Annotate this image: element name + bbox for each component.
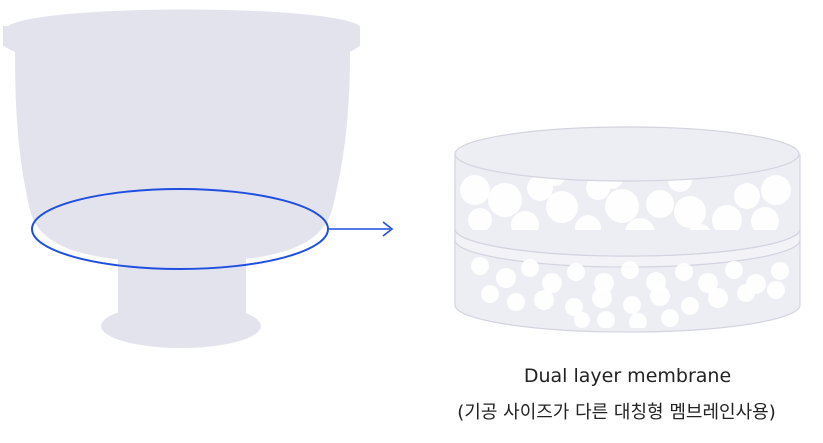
pore-large bbox=[488, 183, 522, 217]
pore-small bbox=[534, 290, 554, 310]
pore-small bbox=[592, 288, 612, 308]
pore-large bbox=[511, 211, 539, 230]
pore-small bbox=[481, 285, 499, 303]
pore-small bbox=[621, 261, 639, 279]
pore-small bbox=[767, 281, 785, 299]
pore-small bbox=[471, 257, 489, 275]
pore-large bbox=[646, 190, 674, 218]
pore-small bbox=[574, 312, 590, 328]
caption-subtitle: (기공 사이즈가 다른 대칭형 멤브레인사용) bbox=[457, 402, 776, 423]
filter-funnel bbox=[3, 9, 394, 348]
pore-small bbox=[698, 273, 718, 293]
pore-large bbox=[460, 175, 490, 205]
pore-small bbox=[542, 273, 562, 293]
pore-large bbox=[751, 207, 779, 230]
pore-small bbox=[597, 311, 615, 328]
pore-small bbox=[675, 263, 693, 281]
pore-small bbox=[565, 298, 583, 316]
caption-title: Dual layer membrane bbox=[523, 365, 732, 387]
pore-large bbox=[527, 175, 553, 201]
pore-small bbox=[567, 263, 585, 281]
pore-small bbox=[681, 297, 699, 315]
pore-small bbox=[507, 293, 525, 311]
pore-large bbox=[761, 175, 791, 205]
pore-large bbox=[712, 205, 742, 230]
pore-small bbox=[629, 313, 647, 328]
arrow-right-icon bbox=[382, 221, 394, 237]
pore-small bbox=[496, 268, 516, 288]
pore-small bbox=[594, 273, 614, 293]
bottom-layer-pores bbox=[471, 257, 789, 328]
pore-small bbox=[521, 259, 539, 277]
pore-small bbox=[708, 288, 728, 308]
dual-layer-membrane bbox=[454, 126, 801, 333]
pore-large bbox=[689, 224, 711, 230]
pore-large bbox=[575, 215, 601, 230]
pore-large bbox=[734, 183, 760, 209]
pore-large bbox=[546, 191, 578, 223]
pore-small bbox=[737, 284, 755, 302]
pore-small bbox=[650, 286, 670, 306]
funnel-body bbox=[3, 9, 360, 262]
pore-large bbox=[625, 218, 655, 230]
pore-small bbox=[623, 296, 641, 314]
pore-small bbox=[725, 261, 743, 279]
pore-large bbox=[605, 189, 639, 223]
pore-large bbox=[468, 208, 492, 230]
pore-large bbox=[674, 196, 706, 228]
membrane-top-face bbox=[454, 126, 800, 182]
pore-small bbox=[771, 262, 789, 280]
pore-small bbox=[661, 309, 679, 327]
funnel-base bbox=[101, 304, 261, 348]
